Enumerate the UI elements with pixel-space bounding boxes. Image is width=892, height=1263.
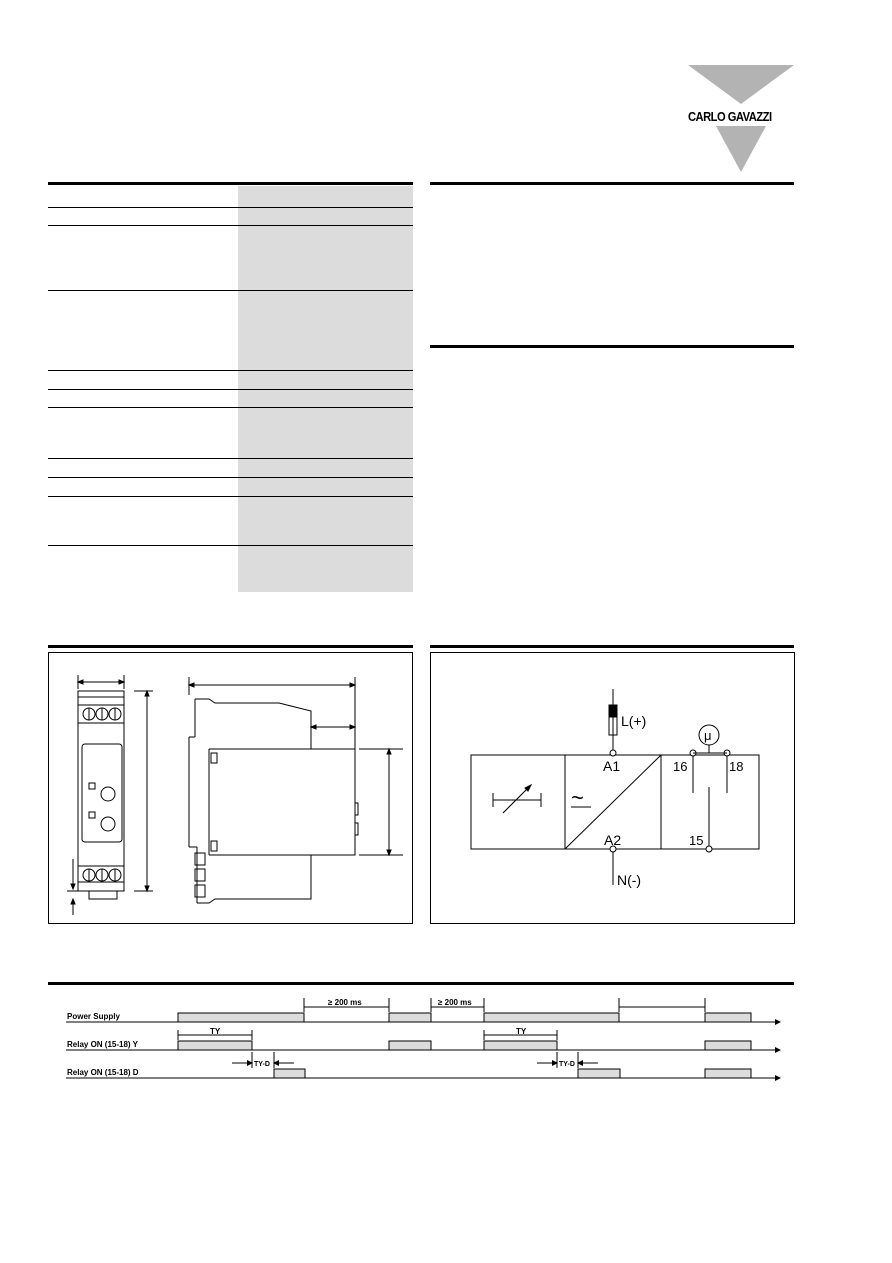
power-supply-pulses	[177, 1012, 752, 1023]
timing-diagram: Power Supply Relay ON (15-18) Y Relay ON…	[48, 990, 794, 1090]
terminal-a2-label: A2	[604, 832, 621, 848]
logo-triangles-icon	[688, 65, 794, 172]
terminal-18-label: 18	[729, 759, 743, 774]
spec-row-divider	[48, 477, 413, 478]
relay-y-pulses	[177, 1040, 752, 1051]
timing-section-rule	[48, 982, 794, 985]
wiring-section-rule	[430, 645, 794, 648]
spec-table-top-rule	[48, 182, 413, 185]
right-section-mid-rule	[430, 345, 794, 348]
terminal-15-label: 15	[689, 833, 703, 848]
dimensions-drawing-box	[48, 652, 413, 924]
ty-label: TY	[210, 1027, 221, 1036]
supply-minus-label: N(-)	[617, 872, 641, 888]
relay-coil-symbol: μ	[704, 728, 712, 743]
spec-row-divider	[48, 225, 413, 226]
spec-row-divider	[48, 290, 413, 291]
spec-row-divider	[48, 207, 413, 208]
relay-d-pulses	[273, 1068, 752, 1079]
logo-brand-text: CARLO GAVAZZI	[688, 109, 772, 124]
spec-row-divider	[48, 496, 413, 497]
spec-row-divider	[48, 389, 413, 390]
tyd-label: TY-D	[254, 1061, 270, 1068]
right-section-top-rule	[430, 182, 794, 185]
terminal-a1-label: A1	[603, 758, 620, 774]
dimensions-drawing	[67, 675, 403, 915]
interval-label: ≥ 200 ms	[438, 998, 472, 1007]
spec-row-divider	[48, 407, 413, 408]
timing-row-label-power-supply: Power Supply	[67, 1012, 120, 1021]
ty-label: TY	[516, 1027, 527, 1036]
timing-row-label-relay-d: Relay ON (15-18) D	[67, 1068, 139, 1077]
wiring-diagram: L(+) A1 A2 N(-) 16 18 15 μ ~	[470, 689, 760, 888]
timing-row-label-relay-y: Relay ON (15-18) Y	[67, 1040, 139, 1049]
tyd-label: TY-D	[559, 1061, 575, 1068]
spec-row-divider	[48, 458, 413, 459]
dimensions-section-rule	[48, 645, 413, 648]
spec-row-divider	[48, 370, 413, 371]
terminal-16-label: 16	[673, 759, 687, 774]
interval-label: ≥ 200 ms	[328, 998, 362, 1007]
spec-row-divider	[48, 545, 413, 546]
wiring-diagram-box: L(+) A1 A2 N(-) 16 18 15 μ ~	[430, 652, 795, 924]
supply-plus-label: L(+)	[621, 713, 646, 729]
ac-symbol: ~	[571, 785, 584, 810]
carlo-gavazzi-logo: CARLO GAVAZZI	[686, 64, 798, 174]
timing-diagram-svg: Power Supply Relay ON (15-18) Y Relay ON…	[66, 998, 781, 1081]
